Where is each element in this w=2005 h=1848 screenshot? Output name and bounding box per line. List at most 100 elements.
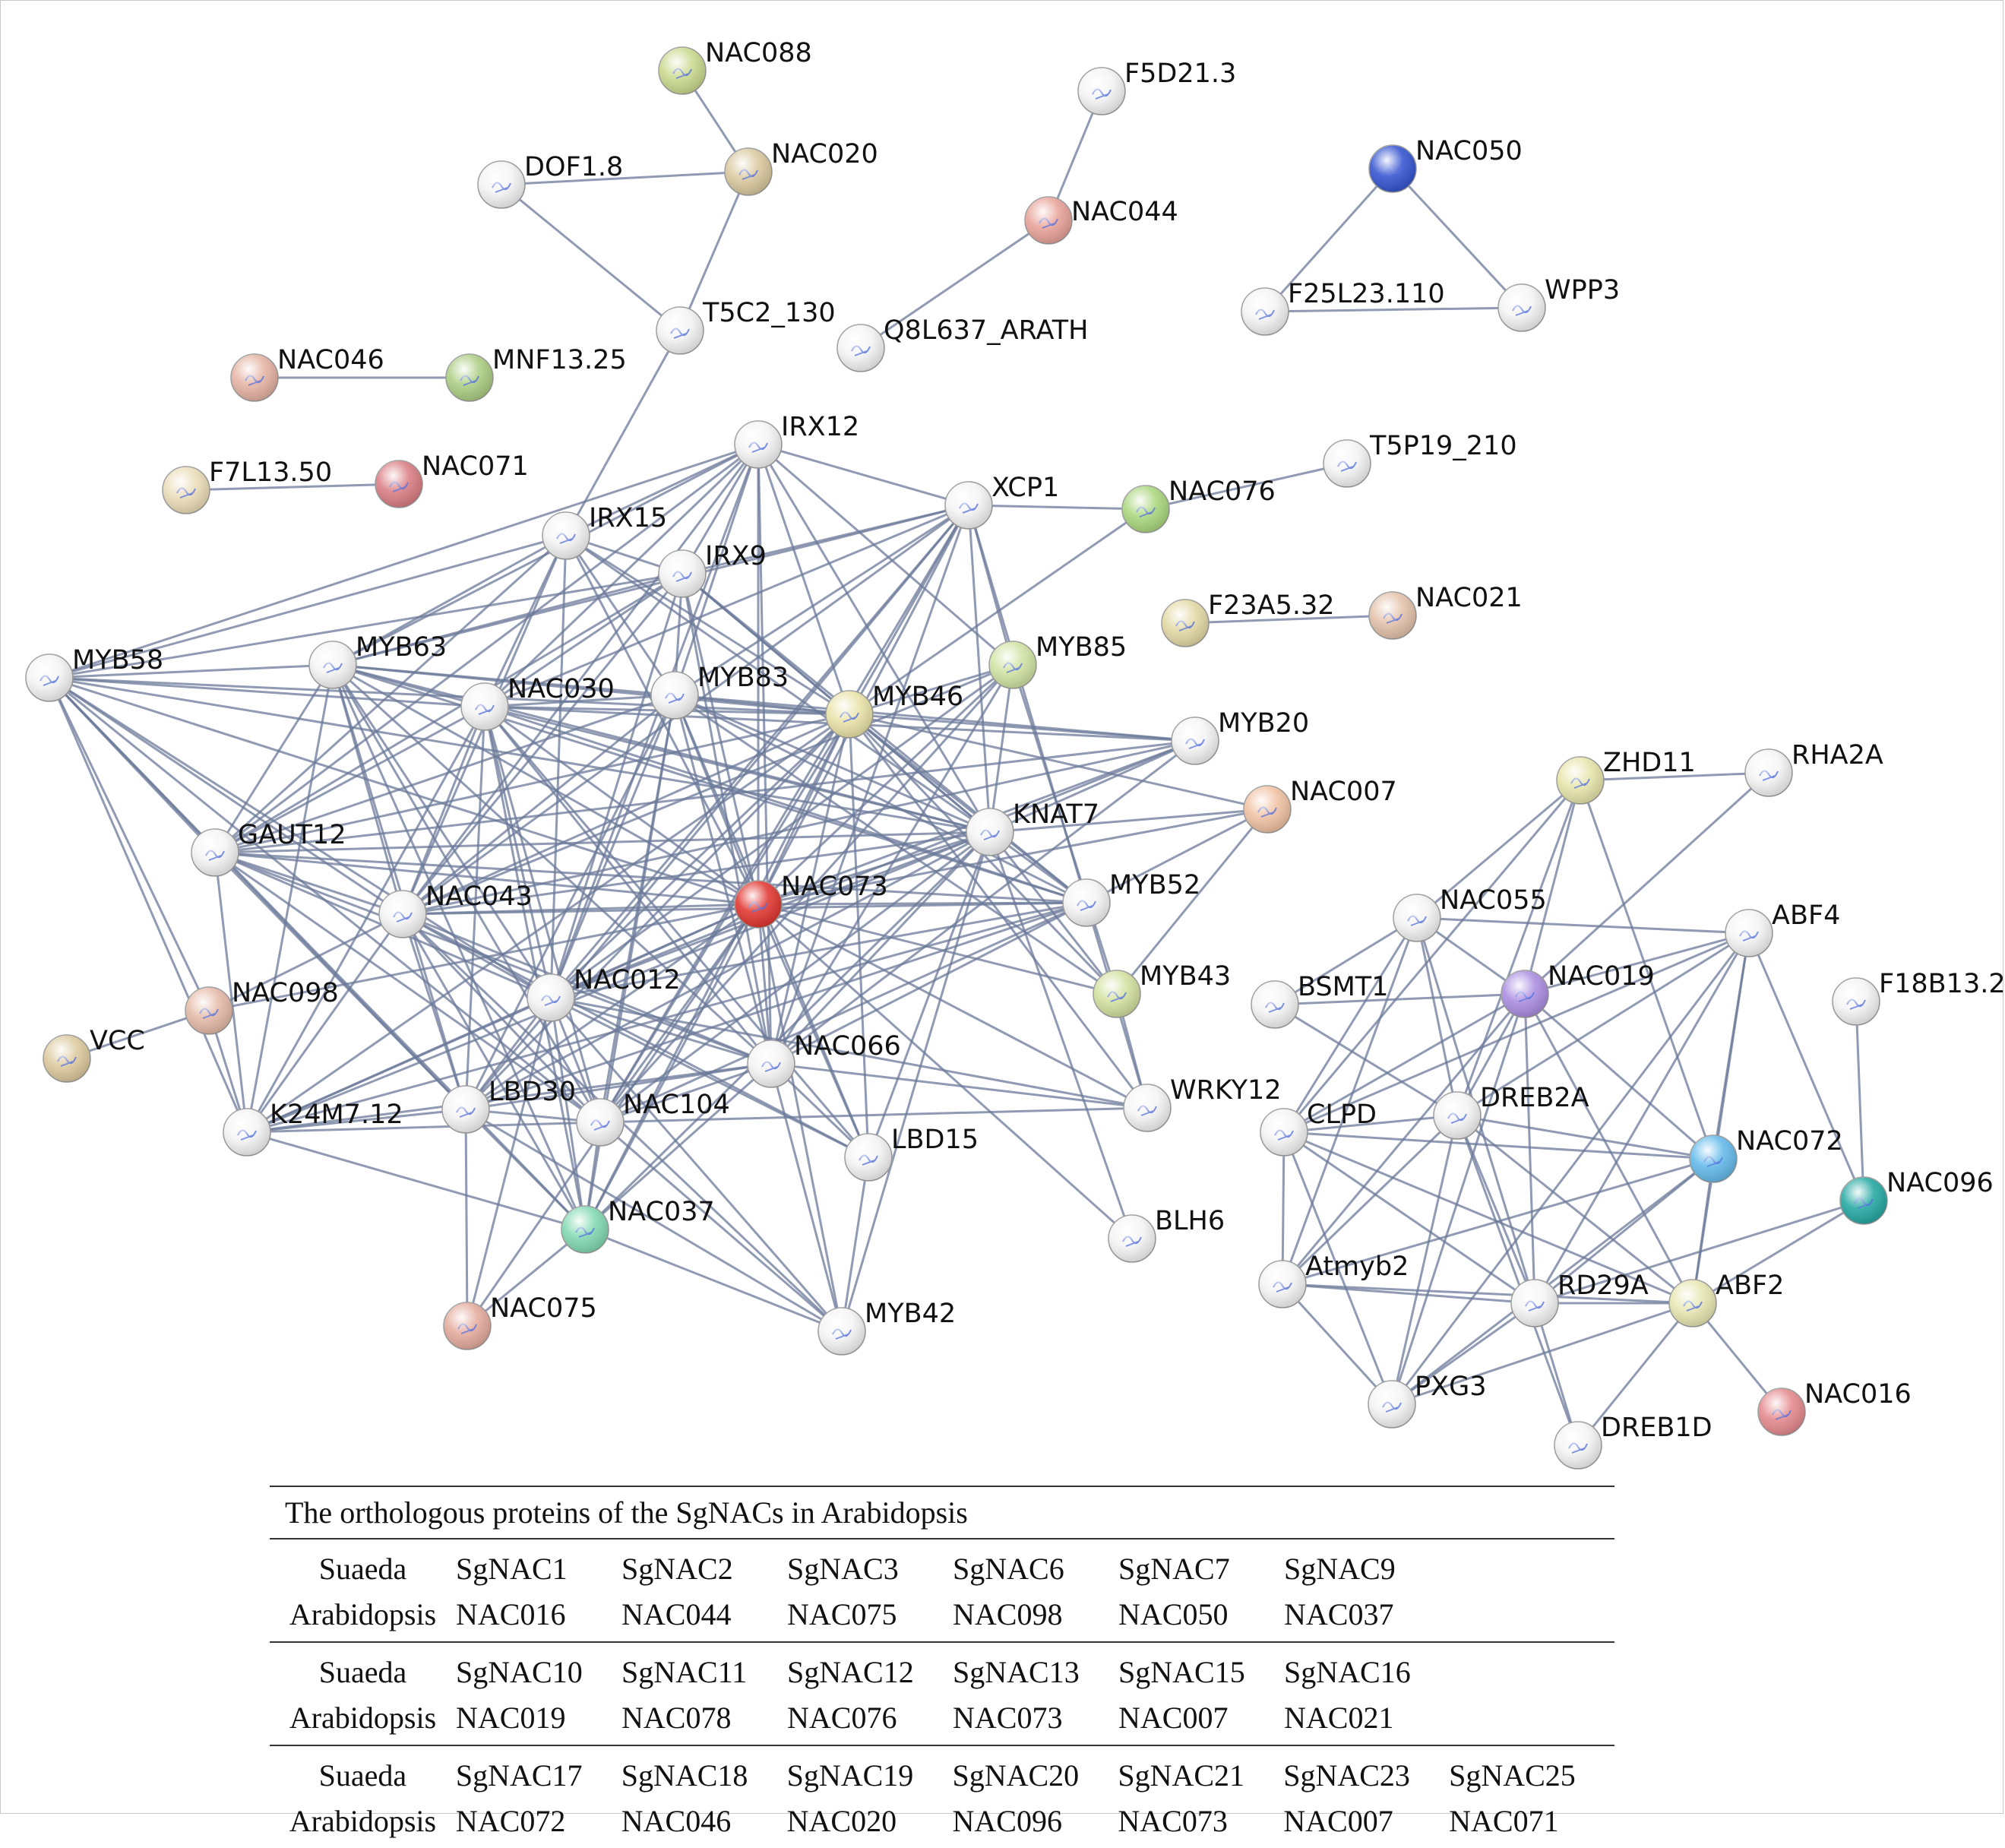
node-gloss [1369,592,1416,639]
node-RD29A[interactable]: RD29A [1510,1270,1649,1327]
node-NAC072[interactable]: NAC072 [1689,1126,1843,1183]
edge-MYB83-LBD30 [464,695,676,1110]
node-ABF4[interactable]: ABF4 [1725,900,1840,957]
edge-MYB46-MYB52 [849,713,1087,904]
node-gloss [837,324,884,372]
edge-IRX12-MYB46 [757,444,851,715]
node-VCC[interactable]: VCC [43,1026,145,1083]
node-label: XCP1 [991,473,1059,503]
node-KNAT7[interactable]: KNAT7 [966,799,1099,856]
node-NAC050[interactable]: NAC050 [1368,136,1523,193]
node-NAC088[interactable]: NAC088 [658,38,812,95]
node-NAC020[interactable]: NAC020 [724,139,878,196]
node-ABF2[interactable]: ABF2 [1668,1270,1784,1327]
node-F18B13.2[interactable]: F18B13.2 [1832,969,2005,1026]
edge-MYB85-NAC104 [599,663,1014,1124]
edge-MYB46-LBD30 [464,713,851,1111]
node-F7L13.50[interactable]: F7L13.50 [162,457,332,514]
edge-MYB58-K24M7.12 [48,677,248,1133]
edge-MYB85-MYB43 [1011,664,1118,995]
node-WRKY12[interactable]: WRKY12 [1123,1075,1282,1132]
node-MYB63[interactable]: MYB63 [308,632,447,689]
node-DREB2A[interactable]: DREB2A [1433,1083,1589,1140]
node-label: NAC050 [1415,136,1523,166]
node-gloss [1368,1381,1415,1428]
node-NAC019[interactable]: NAC019 [1501,961,1655,1018]
node-NAC046[interactable]: NAC046 [230,345,384,402]
edge-MYB46-NAC037 [583,714,851,1230]
node-NAC043[interactable]: NAC043 [378,881,533,938]
node-NAC055[interactable]: NAC055 [1393,885,1547,942]
edge-RD29A-DREB1D [1533,1302,1580,1446]
node-BSMT1[interactable]: BSMT1 [1251,972,1388,1029]
table-cell: SgNAC18 [621,1758,748,1793]
node-F5D21.3[interactable]: F5D21.3 [1077,59,1236,115]
node-T5C2_130[interactable]: T5C2_130 [656,298,836,355]
node-NAC012[interactable]: NAC012 [527,965,681,1022]
node-IRX15[interactable]: IRX15 [542,503,667,560]
edge-NAC012-MYB52 [550,901,1087,999]
node-NAC030[interactable]: NAC030 [460,674,615,731]
node-NAC066[interactable]: NAC066 [747,1031,901,1088]
node-DOF1.8[interactable]: DOF1.8 [477,152,623,209]
node-MNF13.25[interactable]: MNF13.25 [445,345,627,402]
node-NAC071[interactable]: NAC071 [375,451,529,508]
node-RHA2A[interactable]: RHA2A [1744,740,1883,797]
node-gloss [826,691,873,738]
node-IRX9[interactable]: IRX9 [658,541,767,598]
node-NAC073[interactable]: NAC073 [734,872,888,929]
node-NAC104[interactable]: NAC104 [576,1090,730,1147]
edge-ZHD11-NAC019 [1523,780,1582,995]
node-LBD15[interactable]: LBD15 [844,1125,979,1182]
node-BLH6[interactable]: BLH6 [1108,1206,1225,1263]
node-IRX12[interactable]: IRX12 [734,412,859,469]
node-MYB83[interactable]: MYB83 [650,663,789,720]
node-XCP1[interactable]: XCP1 [944,473,1059,530]
node-NAC098[interactable]: NAC098 [185,978,339,1035]
node-WPP3[interactable]: WPP3 [1497,275,1620,332]
edge-MYB63-LBD30 [331,664,467,1110]
node-GAUT12[interactable]: GAUT12 [191,820,346,877]
node-gloss [1758,1388,1805,1435]
node-NAC075[interactable]: NAC075 [443,1293,597,1350]
edge-F7L13.50-NAC071 [185,483,400,492]
node-label: F18B13.2 [1879,969,2005,999]
node-F23A5.32[interactable]: F23A5.32 [1161,590,1335,647]
node-MYB52[interactable]: MYB52 [1062,870,1200,927]
node-gloss [446,354,493,401]
node-NAC044[interactable]: NAC044 [1024,196,1178,245]
node-MYB42[interactable]: MYB42 [817,1299,956,1356]
node-NAC096[interactable]: NAC096 [1839,1168,1994,1225]
node-K24M7.12[interactable]: K24M7.12 [223,1100,403,1157]
node-label: NAC046 [277,345,384,375]
node-Atmyb2[interactable]: Atmyb2 [1258,1252,1409,1308]
node-ZHD11[interactable]: ZHD11 [1556,748,1696,805]
node-DREB1D[interactable]: DREB1D [1554,1413,1712,1470]
edge-IRX9-NAC073 [681,573,760,905]
edge-IRX9-NAC012 [549,573,684,998]
edge-F23A5.32-NAC021 [1184,614,1393,625]
node-NAC076[interactable]: NAC076 [1121,476,1276,533]
node-label: NAC020 [771,139,878,169]
node-NAC021[interactable]: NAC021 [1368,583,1523,640]
edge-MYB58-NAC073 [49,676,759,906]
node-PXG3[interactable]: PXG3 [1368,1372,1486,1429]
node-Q8L637_ARATH[interactable]: Q8L637_ARATH [836,315,1088,372]
node-MYB58[interactable]: MYB58 [25,645,163,702]
node-label: WRKY12 [1170,1075,1282,1106]
node-F25L23.110[interactable]: F25L23.110 [1241,279,1445,336]
node-MYB43[interactable]: MYB43 [1093,961,1231,1018]
node-gloss [1122,486,1169,533]
node-LBD30[interactable]: LBD30 [441,1077,576,1134]
node-MYB20[interactable]: MYB20 [1171,708,1309,765]
node-T5P19_210[interactable]: T5P19_210 [1323,431,1517,488]
node-MYB85[interactable]: MYB85 [988,632,1127,689]
node-NAC037[interactable]: NAC037 [561,1197,715,1254]
table-cell: NAC007 [1283,1803,1393,1838]
node-MYB46[interactable]: MYB46 [825,682,963,739]
node-NAC007[interactable]: NAC007 [1243,777,1397,834]
edge-NAC104-MYB42 [599,1121,843,1333]
node-NAC016[interactable]: NAC016 [1757,1379,1912,1436]
node-CLPD[interactable]: CLPD [1260,1100,1377,1157]
